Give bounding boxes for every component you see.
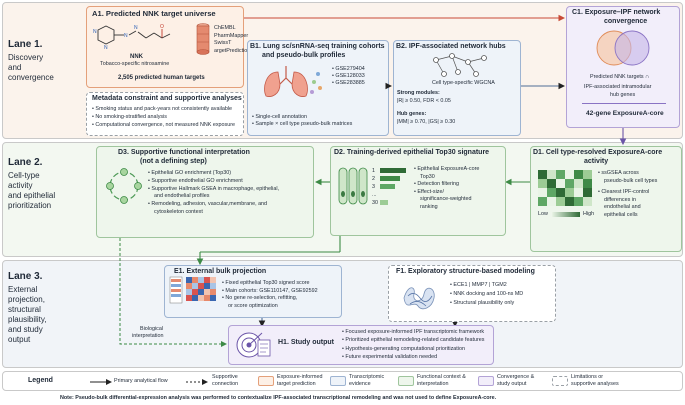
f1-list: ECE1 | MMP7 | TGM2 NNK docking and 100-n… xyxy=(450,281,523,308)
a1-count: 2,505 predicted human targets xyxy=(118,75,205,81)
h1-list: Focused exposure-informed IPF transcript… xyxy=(342,328,484,361)
target-output-icon xyxy=(236,332,271,358)
lane-1-title: Lane 1. xyxy=(8,39,43,50)
legend-dashed-label: Limitations or supportive analyses xyxy=(571,374,619,387)
b1-title: B1. Lung sc/snRNA-seq training cohorts xyxy=(250,43,385,50)
b2-hub-crit: |MM| ≥ 0.70, |GS| ≥ 0.30 xyxy=(397,119,456,125)
footnote: Note: Pseudo-bulk differential-expressio… xyxy=(60,395,497,401)
a1-box xyxy=(86,6,244,88)
legend-orange-swatch xyxy=(258,376,274,386)
svg-text:N: N xyxy=(134,25,138,31)
b1-items: Single-cell annotation Sample × cell typ… xyxy=(252,114,352,128)
b1-datasets: GSE279404 GSE128033 GSE283885 xyxy=(332,66,364,87)
cycle-network-icon xyxy=(106,168,142,204)
b2-title: B2. IPF-associated network hubs xyxy=(396,43,506,50)
lane-3-band xyxy=(2,260,683,368)
c1-line1: Predicted NNK targets ∩ xyxy=(590,74,650,80)
db-list: ChEMBL PharmMapper SwissT argetPredictio… xyxy=(214,25,251,54)
d2-ranks: 1 2 3 ... 30 xyxy=(372,168,378,206)
svg-text:O: O xyxy=(160,24,164,30)
lane-3-label: Lane 3. External projection, structural … xyxy=(8,271,47,345)
c1-title: C1. Exposure–IPF network xyxy=(572,9,661,16)
f1-title: F1. Exploratory structure-based modeling xyxy=(396,268,535,275)
d1-legend-low: Low xyxy=(538,211,548,217)
svg-text:N: N xyxy=(124,33,128,39)
legend-primary-label: Primary analytical flow xyxy=(114,378,168,384)
c1-result: 42-gene ExposureA-core xyxy=(586,110,664,117)
legend-green-label: Functional context & interpretation xyxy=(417,374,466,387)
nnk-molecule-icon: N N N N O xyxy=(93,24,171,51)
b2-strong-crit: |R| ≥ 0.50, FDR < 0.05 xyxy=(397,98,451,104)
legend-primary-arrow-icon xyxy=(90,379,112,385)
d1-legend-gradient xyxy=(552,212,580,217)
b2-method: Cell type-specific WGCNA xyxy=(432,80,495,86)
network-icon xyxy=(433,53,487,77)
database-icon xyxy=(196,23,210,55)
lane-2-label: Lane 2. Cell-type activity and epithelia… xyxy=(8,157,56,211)
legend-supportive-arrow-icon xyxy=(186,379,208,385)
lane-2-title: Lane 2. xyxy=(8,157,43,168)
e1-list: Fixed epithelial Top30 signed score Main… xyxy=(222,280,317,310)
molecule-desc: Tobacco-specific nitrosamine xyxy=(100,61,170,67)
svg-text:N: N xyxy=(104,45,108,51)
legend-purple-swatch xyxy=(478,376,494,386)
bio-interpretation-label: Biological interpretation xyxy=(132,326,164,339)
d1-title: D1. Cell type-resolved ExposureA-core xyxy=(533,149,663,156)
c1-title-2: convergence xyxy=(604,18,648,25)
legend-green-swatch xyxy=(398,376,414,386)
metadata-list: Smoking status and pack-years not consis… xyxy=(92,105,235,129)
d2-title: D2. Training-derived epithelial Top30 si… xyxy=(334,149,490,156)
d1-title-2: activity xyxy=(584,158,609,165)
c1-box xyxy=(566,6,680,128)
metadata-title: Metadata constraint and supportive analy… xyxy=(92,95,242,102)
d1-heatmap xyxy=(538,170,592,206)
lung-icon xyxy=(264,66,322,97)
legend-dashed-swatch xyxy=(552,376,568,386)
legend-orange-label: Exposure-informed target prediction xyxy=(277,374,323,387)
epithelial-cells-icon xyxy=(338,167,368,205)
svg-text:N: N xyxy=(93,29,97,35)
c1-line3: hub genes xyxy=(610,92,636,98)
c1-divider xyxy=(582,103,666,104)
legend-purple-label: Convergence & study output xyxy=(497,374,535,387)
venn-diagram-icon xyxy=(596,30,650,66)
legend-supportive-label: Supportive connection xyxy=(212,374,239,387)
ranking-bars-icon xyxy=(380,168,406,205)
e1-title: E1. External bulk projection xyxy=(174,268,267,275)
b2-box xyxy=(393,40,521,136)
d3-title: D3. Supportive functional interpretation xyxy=(118,149,250,156)
d1-list: ssGSEA across pseudo-bulk cell types Cle… xyxy=(598,170,657,220)
protein-structure-icon xyxy=(403,287,435,310)
legend-blue-swatch xyxy=(330,376,346,386)
d1-legend-high: High xyxy=(583,211,595,217)
a1-title: A1. Predicted NNK target universe xyxy=(92,9,216,18)
molecule-name: NNK xyxy=(130,54,143,60)
lane-3-title: Lane 3. xyxy=(8,271,43,282)
c1-line2: IPF-associated intramodular xyxy=(584,84,652,90)
d2-list: Epithelial ExposureA-core Top30 Detectio… xyxy=(414,166,479,212)
h1-title: H1. Study output xyxy=(278,339,334,346)
d3-title-2: (not a defining step) xyxy=(140,158,207,165)
d3-list: Epithelial GO enrichment (Top30) Support… xyxy=(148,170,279,217)
b1-title-2: and pseudo-bulk profiles xyxy=(262,52,346,59)
legend-blue-label: Transcriptomic evidence xyxy=(349,374,385,387)
b2-hub-label: Hub genes: xyxy=(397,111,427,117)
lane-1-label: Lane 1. Discovery and convergence xyxy=(8,39,54,83)
legend-title: Legend xyxy=(28,377,53,384)
bulk-heatmap-icon xyxy=(169,276,216,304)
b2-strong-label: Strong modules: xyxy=(397,90,440,96)
